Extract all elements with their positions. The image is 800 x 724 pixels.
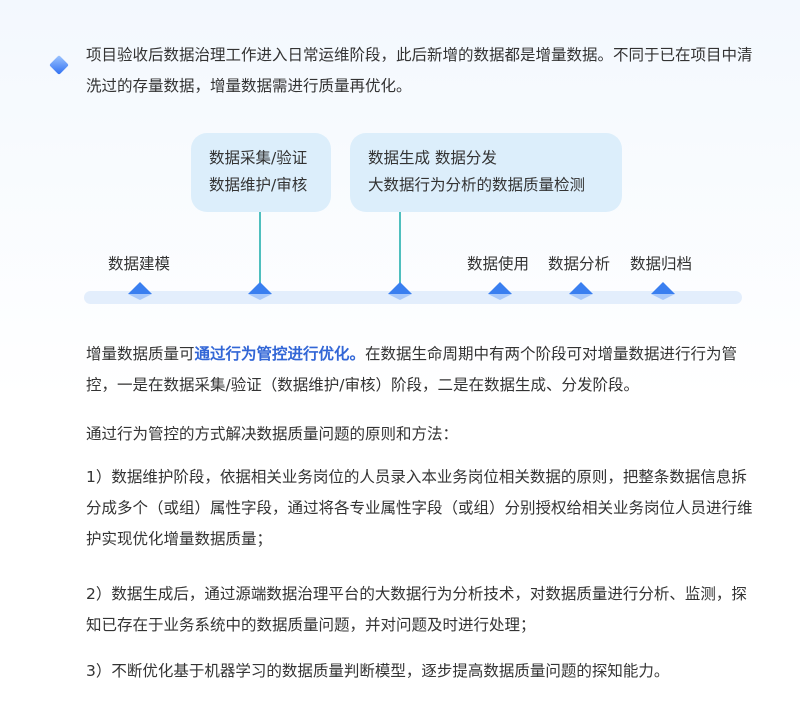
connector-line-1 xyxy=(259,212,261,289)
timeline-marker-icon xyxy=(388,282,412,300)
box1-line-1: 数据采集/验证 xyxy=(209,149,308,167)
stage-label-analysis: 数据分析 xyxy=(548,255,611,273)
intro-paragraph: 项目验收后数据治理工作进入日常运维阶段，此后新增的数据都是增量数据。不同于已在项… xyxy=(86,46,753,95)
box1-line-2: 数据维护/审核 xyxy=(209,176,308,194)
connector-line-2 xyxy=(399,212,401,289)
timeline-marker-icon xyxy=(248,282,272,300)
box2-line-1: 数据生成 数据分发 xyxy=(368,149,497,167)
stage-label-modeling: 数据建模 xyxy=(108,255,171,273)
timeline-marker-icon xyxy=(651,282,675,300)
bullet-diamond-icon xyxy=(49,55,69,75)
stage-box-collection-maintenance: 数据采集/验证 数据维护/审核 xyxy=(191,133,331,212)
list-item-3: 3）不断优化基于机器学习的数据质量判断模型，逐步提高数据质量问题的探知能力。 xyxy=(86,662,670,680)
quality-paragraph: 增量数据质量可通过行为管控进行优化。在数据生命周期中有两个阶段可对增量数据进行行… xyxy=(86,339,754,401)
stage-box-generation-distribution: 数据生成 数据分发 大数据行为分析的数据质量检测 xyxy=(350,133,622,212)
timeline-track xyxy=(84,291,742,304)
list-item-1: 1）数据维护阶段，依据相关业务岗位的人员录入本业务岗位相关数据的原则，把整条数据… xyxy=(86,468,753,548)
stage-label-archive: 数据归档 xyxy=(630,255,693,273)
quality-suffix: 在数据生命周期中有两个阶段可对增量数据进行行为管控，一是在数据采集/验证（数据维… xyxy=(86,345,738,394)
timeline-marker-icon xyxy=(488,282,512,300)
box2-line-2: 大数据行为分析的数据质量检测 xyxy=(368,176,586,194)
stage-label-usage: 数据使用 xyxy=(467,255,530,273)
timeline-marker-icon xyxy=(569,282,593,300)
timeline-marker-icon xyxy=(128,282,152,300)
quality-prefix: 增量数据质量可 xyxy=(86,345,195,363)
principles-heading: 通过行为管控的方式解决数据质量问题的原则和方法： xyxy=(86,425,459,443)
quality-highlight: 通过行为管控进行优化。 xyxy=(194,345,366,363)
list-item-2: 2）数据生成后，通过源端数据治理平台的大数据行为分析技术，对数据质量进行分析、监… xyxy=(86,585,747,634)
